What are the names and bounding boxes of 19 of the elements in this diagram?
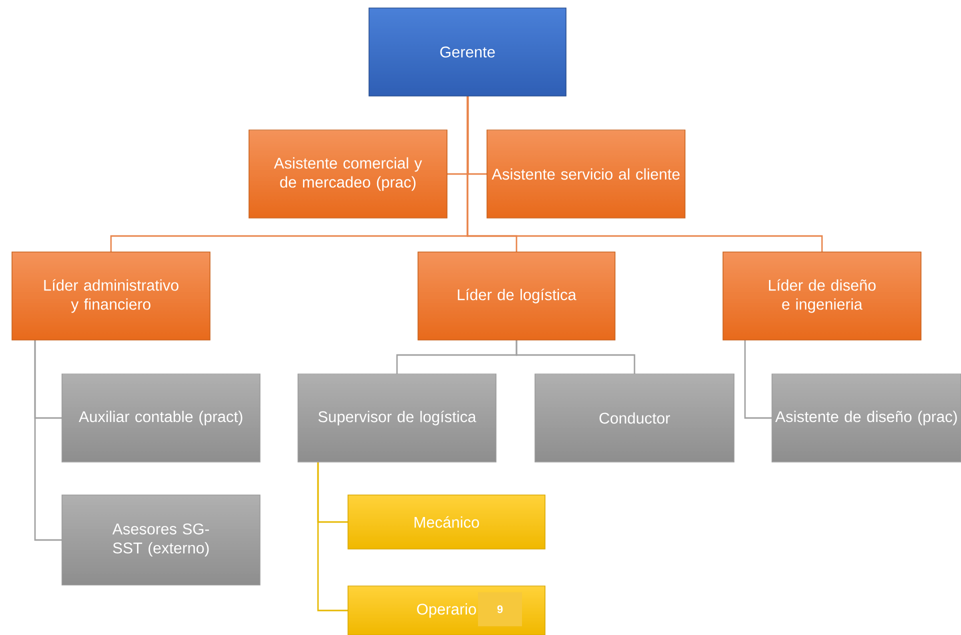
connector-line	[317, 462, 348, 612]
position-box: Asesores SG-SST (externo)	[62, 494, 260, 586]
connector-line	[744, 340, 772, 419]
position-box: Líder administrativo y financiero	[12, 252, 210, 340]
connector-line	[466, 96, 823, 252]
position-box: Asistente comercial y de mercadeo (prac)	[248, 130, 448, 218]
connector-line	[516, 340, 636, 374]
page-number: 9	[478, 592, 522, 626]
position-box: Conductor	[534, 374, 734, 462]
position-box: Asistente servicio al cliente	[486, 130, 686, 218]
position-box: Mecánico	[348, 494, 546, 550]
position-box: Gerente	[368, 8, 566, 96]
connector-line	[34, 340, 62, 541]
connector-line	[467, 96, 487, 175]
position-box: Auxiliar contable (pract)	[62, 374, 260, 462]
position-box: Líder de logística	[418, 252, 616, 340]
position-box: Líder de diseño e ingenieria	[722, 252, 922, 340]
position-box: Asistente de diseño (prac)	[772, 374, 961, 462]
position-box: Supervisor de logística	[298, 374, 496, 462]
